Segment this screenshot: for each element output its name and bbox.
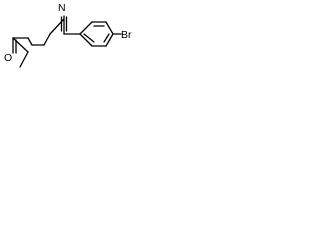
aromatic-double-bond [103,33,110,43]
chemical-structure-diagram: N O Br [4,2,132,68]
ring-bond [43,33,51,46]
aromatic-double-bond [83,33,95,43]
bromophenyl-group [63,21,122,47]
nitrile-group [60,15,68,35]
carbonyl-group [12,37,17,54]
aryl-bond [79,21,93,35]
bromine-atom-label: Br [121,29,132,41]
cyclohexanone-ring [12,18,65,68]
aryl-bond [105,21,114,35]
oxygen-atom-label: O [4,52,12,64]
ring-bond [19,51,29,68]
ring-bond [12,37,29,53]
aryl-bond [105,33,114,47]
nitrogen-atom-label: N [58,2,66,14]
ring-bond [27,37,33,46]
aryl-bond [79,33,93,47]
